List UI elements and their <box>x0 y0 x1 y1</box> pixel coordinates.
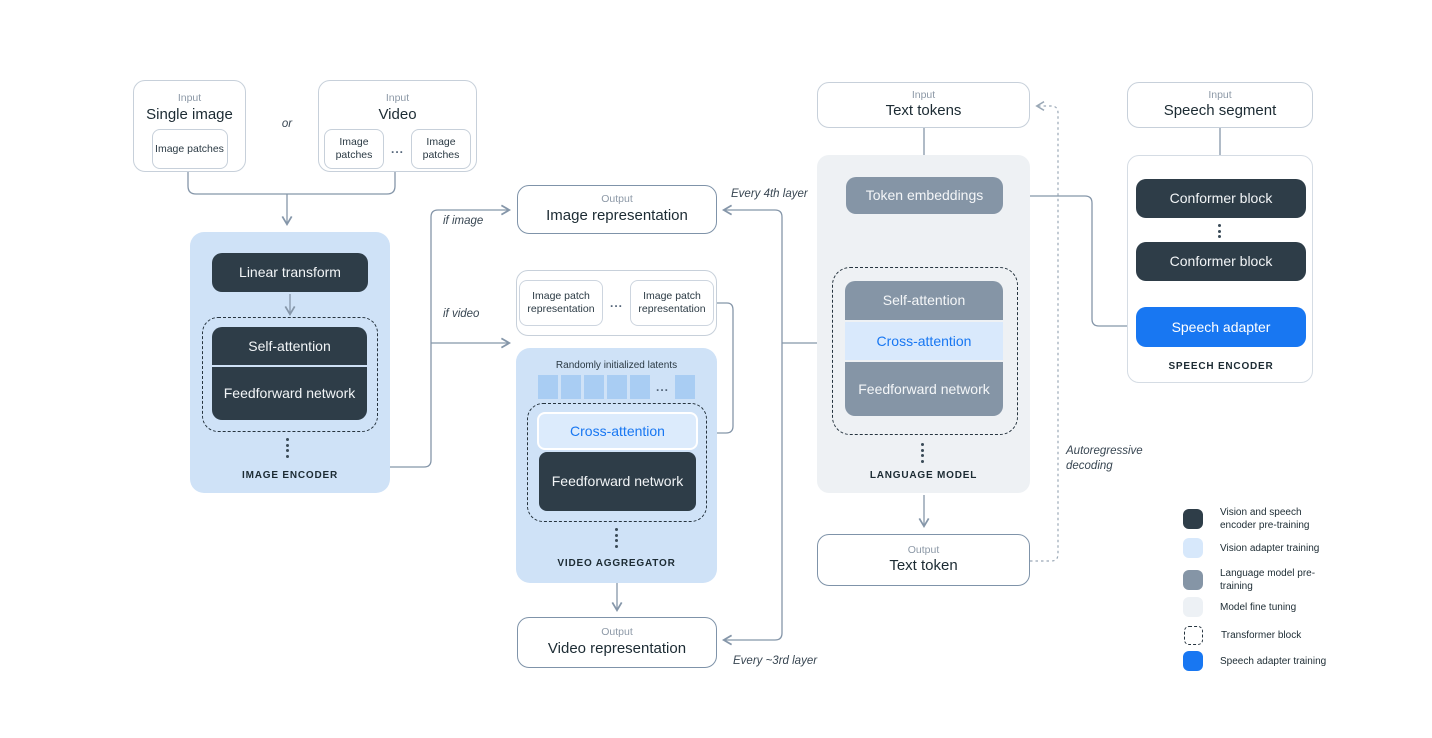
light-gray-swatch-icon <box>1183 597 1203 617</box>
ellipsis-vertical-icon <box>1218 224 1221 238</box>
text-token-title: Text token <box>889 557 958 575</box>
latent-square <box>675 375 695 399</box>
input-speech-segment-box: Input Speech segment <box>1127 82 1313 128</box>
legend-item: Transformer block <box>1184 626 1339 645</box>
output-caption: Output <box>601 626 633 639</box>
ellipsis-horizontal-icon: ... <box>609 296 623 310</box>
conformer-block: Conformer block <box>1136 179 1306 218</box>
input-caption: Input <box>911 88 936 101</box>
legend-item: Vision and speech encoder pre-training <box>1183 506 1338 532</box>
legend-item: Model fine tuning <box>1183 597 1338 617</box>
input-caption: Input <box>1208 88 1232 101</box>
single-image-title: Single image <box>146 105 233 123</box>
video-patches-row: Image patches ... Image patches <box>323 129 471 170</box>
latent-square <box>537 375 558 399</box>
feedforward-block: Feedforward network <box>845 362 1003 416</box>
dashed-outline-swatch-icon <box>1184 626 1203 645</box>
legend-item: Speech adapter training <box>1183 651 1338 671</box>
image-representation-title: Image representation <box>546 206 688 224</box>
output-text-token-box: Output Text token <box>817 534 1030 586</box>
transformer-block-outline: Self-attention Cross-attention Feedforwa… <box>832 267 1018 435</box>
input-text-tokens-box: Input Text tokens <box>817 82 1030 128</box>
feedforward-block: Feedforward network <box>539 452 696 511</box>
self-attention-block: Self-attention <box>845 281 1003 320</box>
speech-encoder-label: SPEECH ENCODER <box>1168 361 1274 372</box>
input-caption: Input <box>177 92 202 104</box>
conformer-block: Conformer block <box>1136 242 1306 281</box>
feedforward-block: Feedforward network <box>212 367 367 420</box>
autoregressive-decoding-label: Autoregressive decoding <box>1066 445 1143 472</box>
output-video-representation-box: Output Video representation <box>517 617 717 668</box>
dark-swatch-icon <box>1183 509 1203 529</box>
transformer-block-outline: Cross-attention Feedforward network <box>527 403 707 522</box>
light-blue-swatch-icon <box>1183 538 1203 558</box>
output-caption: Output <box>907 543 940 556</box>
latent-square <box>606 375 627 399</box>
ellipsis-vertical-icon <box>286 438 289 458</box>
image-patches-chip: Image patches <box>151 129 228 170</box>
image-patch-representation-chip: Image patch representation <box>630 280 714 326</box>
text-tokens-title: Text tokens <box>885 102 962 120</box>
latents-label: Randomly initialized latents <box>555 360 678 371</box>
video-aggregator-label: VIDEO AGGREGATOR <box>557 558 676 569</box>
input-caption: Input <box>385 92 410 104</box>
video-representation-title: Video representation <box>547 639 687 657</box>
latent-square <box>560 375 581 399</box>
blue-swatch-icon <box>1183 651 1203 671</box>
output-image-representation-box: Output Image representation <box>517 185 717 234</box>
if-image-label: if image <box>443 215 484 227</box>
video-aggregator-panel: Randomly initialized latents ... Cross-a… <box>516 348 717 583</box>
legend-item: Language model pre-training <box>1183 567 1338 593</box>
image-patch-representation-chip: Image patch representation <box>518 280 603 326</box>
transformer-block-outline: Self-attention Feedforward network <box>202 317 378 432</box>
legend-label: Language model pre-training <box>1220 568 1316 592</box>
legend-item: Vision adapter training <box>1183 538 1338 558</box>
image-patches-chip: Image patches <box>323 129 384 170</box>
legend-label: Vision and speech encoder pre-training <box>1220 507 1310 531</box>
input-single-image-box: Input Single image Image patches <box>133 80 246 172</box>
image-encoder-label: IMAGE ENCODER <box>242 470 338 481</box>
ellipsis-horizontal-icon: ... <box>390 142 404 157</box>
image-encoder-panel: Linear transform Self-attention Feedforw… <box>190 232 390 493</box>
video-title: Video <box>378 105 417 123</box>
cross-attention-block: Cross-attention <box>845 322 1003 360</box>
cross-attention-block: Cross-attention <box>537 412 698 450</box>
legend-label: Vision adapter training <box>1220 542 1320 554</box>
ellipsis-vertical-icon <box>921 443 924 463</box>
if-video-label: if video <box>443 308 480 320</box>
patch-representations-box: Image patch representation ... Image pat… <box>516 270 717 336</box>
speech-segment-title: Speech segment <box>1163 102 1277 120</box>
ellipsis-vertical-icon <box>615 528 618 548</box>
language-model-label: LANGUAGE MODEL <box>869 470 978 481</box>
legend-label: Model fine tuning <box>1220 601 1297 613</box>
gray-swatch-icon <box>1183 570 1203 590</box>
every-3rd-layer-label: Every ~3rd layer <box>733 655 818 667</box>
ellipsis-horizontal-icon: ... <box>655 380 669 394</box>
speech-encoder-panel: Conformer block Conformer block Speech a… <box>1127 155 1313 383</box>
self-attention-block: Self-attention <box>212 327 367 365</box>
image-patches-chip: Image patches <box>411 129 471 170</box>
or-label: or <box>281 118 293 130</box>
token-embeddings-block: Token embeddings <box>846 177 1003 214</box>
latent-square <box>629 375 650 399</box>
legend-label: Speech adapter training <box>1220 655 1327 667</box>
linear-transform-block: Linear transform <box>212 253 368 292</box>
down-arrow-icon <box>284 294 296 317</box>
patch-representations-row: Image patch representation ... Image pat… <box>518 280 714 326</box>
output-caption: Output <box>601 193 633 206</box>
latents-row: ... <box>516 374 717 400</box>
legend-label: Transformer block <box>1221 630 1302 641</box>
speech-adapter-block: Speech adapter <box>1136 307 1306 347</box>
latent-square <box>583 375 604 399</box>
every-4th-layer-label: Every 4th layer <box>731 188 808 200</box>
input-video-box: Input Video Image patches ... Image patc… <box>318 80 477 172</box>
